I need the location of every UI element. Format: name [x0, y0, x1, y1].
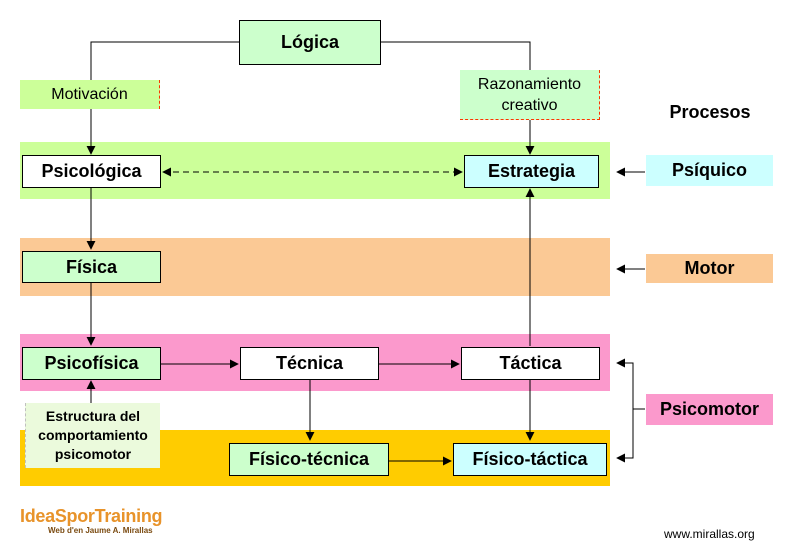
node-tactica: Táctica [461, 347, 600, 380]
node-tecnica: Técnica [240, 347, 379, 380]
process-psicomotor: Psicomotor [646, 394, 773, 425]
node-motivacion: Motivación [20, 80, 160, 109]
process-motor: Motor [646, 254, 773, 283]
site-url: www.mirallas.org [664, 527, 755, 541]
node-logica: Lógica [239, 20, 381, 65]
logo-text: IdeaSporTraining [20, 506, 163, 526]
processes-title: Procesos [669, 101, 751, 122]
node-fisica: Física [22, 251, 161, 283]
edge-logica-psicologica [86, 41, 239, 155]
edge-psicomotor-lower [616, 409, 634, 463]
logo-subtitle: Web d'en Jaume A. Mirallas [48, 526, 153, 535]
node-fisico-tecnica: Físico-técnica [229, 443, 389, 476]
node-fisico-tactica: Físico-táctica [453, 443, 607, 476]
edge-psicomotor-upper [616, 358, 634, 409]
node-psicofisica: Psicofísica [22, 347, 161, 380]
process-psiquico: Psíquico [646, 155, 773, 186]
node-estrategia: Estrategia [464, 155, 599, 188]
logo: IdeaSporTraining Web d'en Jaume A. Miral… [20, 506, 163, 535]
node-estructura: Estructura del comportamiento psicomotor [25, 403, 160, 468]
node-psicologica: Psicológica [22, 155, 161, 188]
node-razonamiento: Razonamiento creativo [460, 70, 600, 120]
